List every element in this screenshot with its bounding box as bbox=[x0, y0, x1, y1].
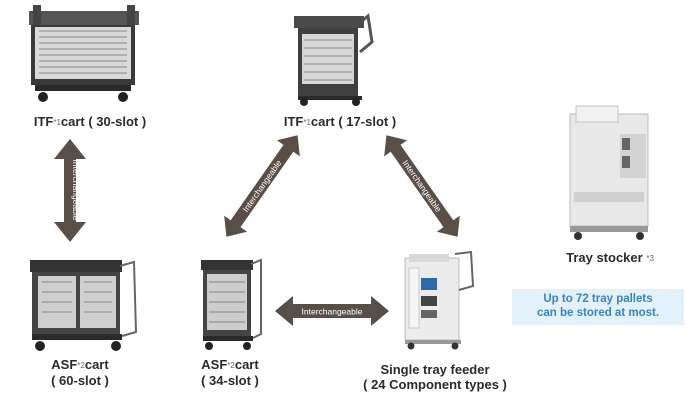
arrow-diagonal-left-label: Interchangeable bbox=[240, 158, 283, 214]
arrow-vertical-label: Interchangeable bbox=[71, 160, 81, 221]
single-tray-feeder-image bbox=[395, 250, 485, 350]
itf-30-slot-cart-image bbox=[25, 5, 143, 103]
tray-stocker-capacity-note: Up to 72 tray pallets can be stored at m… bbox=[512, 289, 684, 325]
interchangeable-arrow-diagonal-left: Interchangeable bbox=[212, 130, 312, 242]
note-line-1: Up to 72 tray pallets bbox=[543, 293, 653, 305]
note-line-2: can be stored at most. bbox=[536, 307, 660, 319]
interchangeable-arrow-diagonal-right: Interchangeable bbox=[372, 130, 472, 242]
single-tray-feeder-label: Single tray feeder ( 24 Component types … bbox=[363, 362, 507, 392]
itf-30-slot-label: ITF*1cart ( 30-slot ) bbox=[33, 114, 147, 129]
asf-34-slot-label: ASF*2cart ( 34-slot ) bbox=[201, 357, 259, 389]
arrow-diagonal-right-label: Interchangeable bbox=[400, 158, 443, 214]
itf-17-slot-cart-image bbox=[290, 12, 380, 107]
interchangeable-arrow-horizontal: Interchangeable bbox=[275, 296, 389, 326]
asf-60-slot-cart-image bbox=[22, 252, 142, 354]
tray-stocker-image bbox=[562, 100, 662, 242]
asf-60-slot-label: ASF*2cart ( 60-slot ) bbox=[51, 357, 109, 389]
itf-17-slot-label: ITF*1cart ( 17-slot ) bbox=[283, 114, 397, 129]
arrow-horizontal-label: Interchangeable bbox=[302, 307, 363, 317]
tray-stocker-label: Tray stocker *3 bbox=[566, 250, 654, 265]
interchangeable-arrow-vertical: Interchangeable bbox=[54, 139, 86, 242]
asf-34-slot-cart-image bbox=[195, 252, 265, 354]
